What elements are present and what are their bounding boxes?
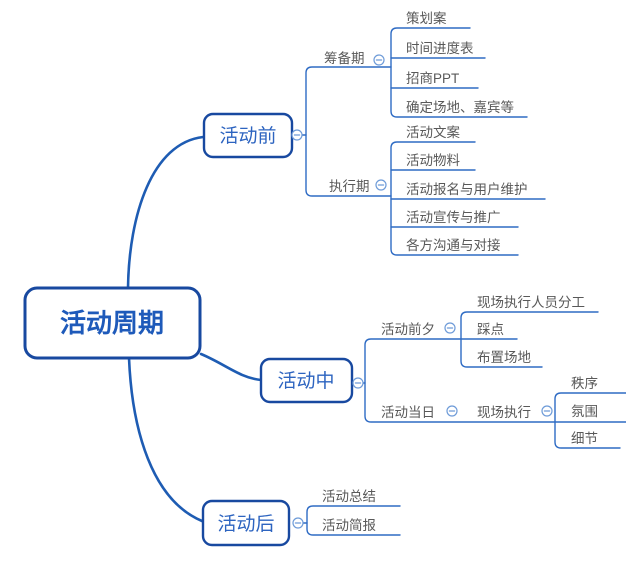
topic-venue-setup[interactable]: 布置场地 [477, 350, 531, 365]
topic-sponsorship-ppt[interactable]: 招商PPT [406, 71, 459, 86]
connector-onsite-execution-bracket [554, 392, 626, 449]
topic-details[interactable]: 细节 [571, 431, 598, 446]
collapse-minus-icon-event-day[interactable] [446, 405, 458, 417]
root-topic-label[interactable]: 活动周期 [60, 308, 164, 338]
topic-event-eve[interactable]: 活动前夕 [381, 321, 435, 337]
collapse-minus-icon-execution[interactable] [375, 179, 387, 191]
topic-event-briefing[interactable]: 活动简报 [322, 517, 376, 533]
branch-connectors [126, 135, 263, 523]
topic-timeline[interactable]: 时间进度表 [406, 41, 474, 56]
branch-post-event-box [201, 499, 291, 547]
branch-pre-event[interactable]: 活动前 [202, 112, 294, 159]
collapse-minus-icon-onsite-execution[interactable] [541, 405, 553, 417]
connector-root-to-pre-event [126, 135, 205, 290]
branch-during-event-box [259, 357, 354, 404]
branch-during-event[interactable]: 活动中 [259, 357, 354, 404]
root-topic[interactable]: 活动周期 [23, 286, 202, 360]
topic-event-summary[interactable]: 活动总结 [322, 489, 376, 504]
topic-planning-proposal[interactable]: 策划案 [406, 10, 447, 26]
topic-labels: 筹备期 策划案 时间进度表 招商PPT 确定场地、嘉宾等 执行期 活动文案 活动… [322, 10, 598, 533]
topic-communication[interactable]: 各方沟通与对接 [406, 237, 501, 253]
topic-execution-period[interactable]: 执行期 [329, 179, 370, 194]
connector-post-event-bracket [306, 505, 401, 536]
topic-onsite-execution[interactable]: 现场执行 [477, 405, 531, 420]
branch-pre-event-label[interactable]: 活动前 [219, 125, 276, 147]
topic-promotion[interactable]: 活动宣传与推广 [406, 210, 501, 225]
collapse-minus-icon-pre-event[interactable] [291, 129, 303, 141]
collapse-icons [291, 54, 553, 529]
connector-root-to-during-event [199, 352, 263, 382]
branch-during-event-label[interactable]: 活动中 [277, 370, 334, 392]
connector-root-to-post-event [127, 356, 204, 523]
connector-event-eve-bracket [460, 311, 599, 368]
branch-post-event-label[interactable]: 活动后 [217, 513, 274, 535]
connector-pre-event-bracket [305, 66, 392, 197]
topic-event-materials[interactable]: 活动物料 [406, 153, 460, 168]
topic-site-survey[interactable]: 踩点 [477, 322, 504, 337]
topic-event-copywriting[interactable]: 活动文案 [406, 124, 460, 140]
collapse-minus-icon-event-eve[interactable] [444, 322, 456, 334]
root-topic-box [23, 286, 202, 360]
topic-preparation-period[interactable]: 筹备期 [324, 50, 365, 66]
topic-order[interactable]: 秩序 [571, 376, 598, 391]
connector-preparation-bracket [390, 27, 528, 118]
connector-during-event-bracket [364, 338, 626, 423]
link-connectors [301, 27, 626, 536]
collapse-minus-icon-post-event[interactable] [292, 517, 304, 529]
collapse-minus-icon-during-event[interactable] [352, 377, 364, 389]
topic-venue-guests[interactable]: 确定场地、嘉宾等 [406, 99, 514, 115]
branch-post-event[interactable]: 活动后 [201, 499, 291, 547]
collapse-minus-icon-preparation[interactable] [373, 54, 385, 66]
topic-registration-user-maintenance[interactable]: 活动报名与用户维护 [406, 181, 528, 197]
topic-event-day[interactable]: 活动当日 [381, 405, 435, 420]
topic-atmosphere[interactable]: 氛围 [571, 404, 598, 419]
topic-staff-division[interactable]: 现场执行人员分工 [477, 295, 585, 310]
